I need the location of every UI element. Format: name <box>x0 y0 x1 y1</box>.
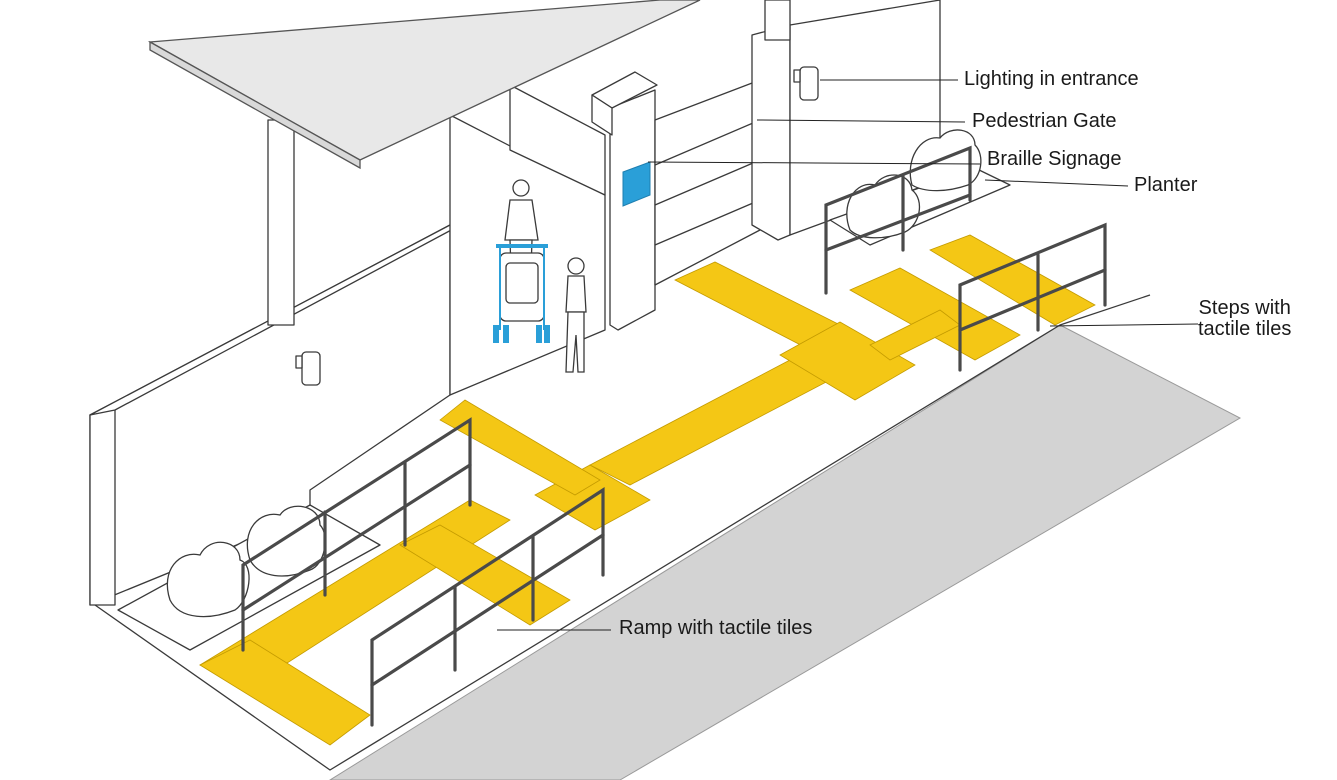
canopy-roof-edge <box>149 40 361 170</box>
tactile-strip-entrance <box>439 399 601 496</box>
tactile-pad-ramp-mid <box>399 524 571 626</box>
label-pedestrian-gate: Pedestrian Gate <box>972 110 1117 132</box>
canopy-post-left <box>267 119 295 326</box>
gate-slat <box>654 199 761 246</box>
label-lighting-in-entrance: Lighting in entrance <box>964 68 1139 90</box>
label-steps-line1: Steps with <box>1198 297 1291 319</box>
label-planter: Planter <box>1134 174 1198 196</box>
child-icon <box>565 257 587 373</box>
label-braille-signage: Braille Signage <box>987 148 1122 170</box>
handrail-icon <box>370 487 605 727</box>
pavement-edge <box>94 294 1151 771</box>
handrail-icon <box>241 417 472 652</box>
label-steps-line2: tactile tiles <box>1198 318 1292 340</box>
shrub-icon <box>166 541 250 618</box>
wall-lamp-icon <box>295 351 321 386</box>
label-steps-with-tactile-tiles: Steps with tactile tiles <box>1198 298 1291 340</box>
shrub-icon <box>909 129 982 192</box>
tactile-pad-ramp-bottom <box>199 639 371 746</box>
leader-lines <box>497 79 1199 631</box>
upper-column <box>764 0 791 41</box>
tactile-pad-junction <box>779 321 916 401</box>
road-surface <box>329 324 1242 780</box>
handrail-icon <box>824 145 972 295</box>
tactile-pad-steps-upper <box>929 234 1096 326</box>
right-building-column <box>751 24 791 241</box>
gate-slat <box>654 159 761 206</box>
tactile-tiles <box>199 234 1096 746</box>
stroller-icon <box>493 244 550 343</box>
wall-lamp-icon <box>793 66 819 101</box>
left-wall-side <box>89 404 116 606</box>
handrail-icon <box>958 222 1107 372</box>
gate-pillar-cap <box>591 94 613 136</box>
braille-sign <box>622 161 651 207</box>
main-building-side <box>509 84 606 196</box>
gate-pillar-front <box>609 89 656 331</box>
label-ramp-with-tactile-tiles: Ramp with tactile tiles <box>619 617 813 639</box>
gate-slat <box>654 119 761 166</box>
